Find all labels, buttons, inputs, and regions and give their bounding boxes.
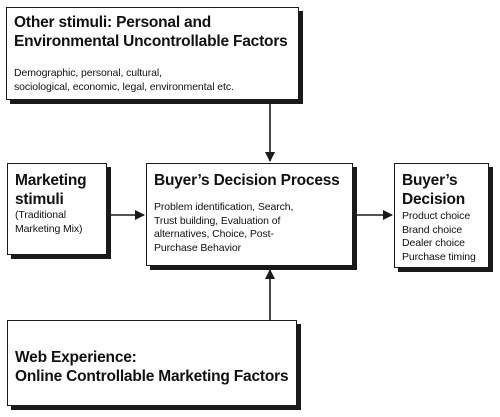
decision-process-description: Problem identification, Search, Trust bu…	[154, 201, 293, 255]
other-stimuli-body-line: Demographic, personal, cultural,	[14, 67, 162, 79]
decision-process-title-line: Buyer’s Decision Process	[154, 172, 340, 189]
web-experience-title: Web Experience: Online Controllable Mark…	[15, 348, 289, 386]
decision-process-body-line: alternatives, Choice, Post-	[154, 228, 274, 240]
other-stimuli-body-line: sociological, economic, legal, environme…	[14, 80, 234, 93]
marketing-stimuli-box: Marketing stimuli (Traditional Marketing…	[7, 163, 107, 255]
buyers-decision-title: Buyer’s Decision	[402, 171, 465, 209]
marketing-stimuli-description: (Traditional Marketing Mix)	[15, 209, 83, 236]
decision-process-body-line: Problem identification, Search,	[154, 201, 294, 213]
buyers-decision-item: Product choice	[402, 210, 471, 222]
buyers-decision-item: Purchase timing	[402, 250, 476, 263]
other-stimuli-title-line: Environmental Uncontrollable Factors	[14, 33, 288, 50]
other-stimuli-description: Demographic, personal, cultural, sociolo…	[14, 67, 234, 94]
other-stimuli-title: Other stimuli: Personal and Environmenta…	[14, 13, 288, 51]
marketing-stimuli-title: Marketing stimuli	[15, 171, 87, 209]
other-stimuli-box: Other stimuli: Personal and Environmenta…	[6, 7, 299, 100]
decision-process-title: Buyer’s Decision Process	[154, 171, 340, 190]
marketing-stimuli-body-line: Marketing Mix)	[15, 222, 83, 235]
buyers-decision-item: Dealer choice	[402, 237, 465, 249]
buyers-decision-title-line: Decision	[402, 191, 466, 208]
web-experience-box: Web Experience: Online Controllable Mark…	[7, 320, 297, 406]
decision-process-box: Buyer’s Decision Process Problem identif…	[146, 163, 353, 266]
marketing-stimuli-body-line: (Traditional	[15, 209, 66, 221]
marketing-stimuli-title-line: stimuli	[15, 191, 64, 208]
marketing-stimuli-title-line: Marketing	[15, 172, 87, 189]
web-experience-title-line: Online Controllable Marketing Factors	[15, 368, 289, 385]
buyers-decision-list: Product choice Brand choice Dealer choic…	[402, 210, 476, 264]
other-stimuli-title-line: Other stimuli: Personal and	[14, 14, 212, 31]
decision-process-body-line: Purchase Behavior	[154, 241, 242, 254]
buyers-decision-box: Buyer’s Decision Product choice Brand ch…	[394, 163, 489, 268]
buyers-decision-item: Brand choice	[402, 223, 463, 236]
decision-process-body-line: Trust building, Evaluation of	[154, 214, 281, 227]
web-experience-title-line: Web Experience:	[15, 349, 137, 366]
buyers-decision-title-line: Buyer’s	[402, 172, 458, 189]
